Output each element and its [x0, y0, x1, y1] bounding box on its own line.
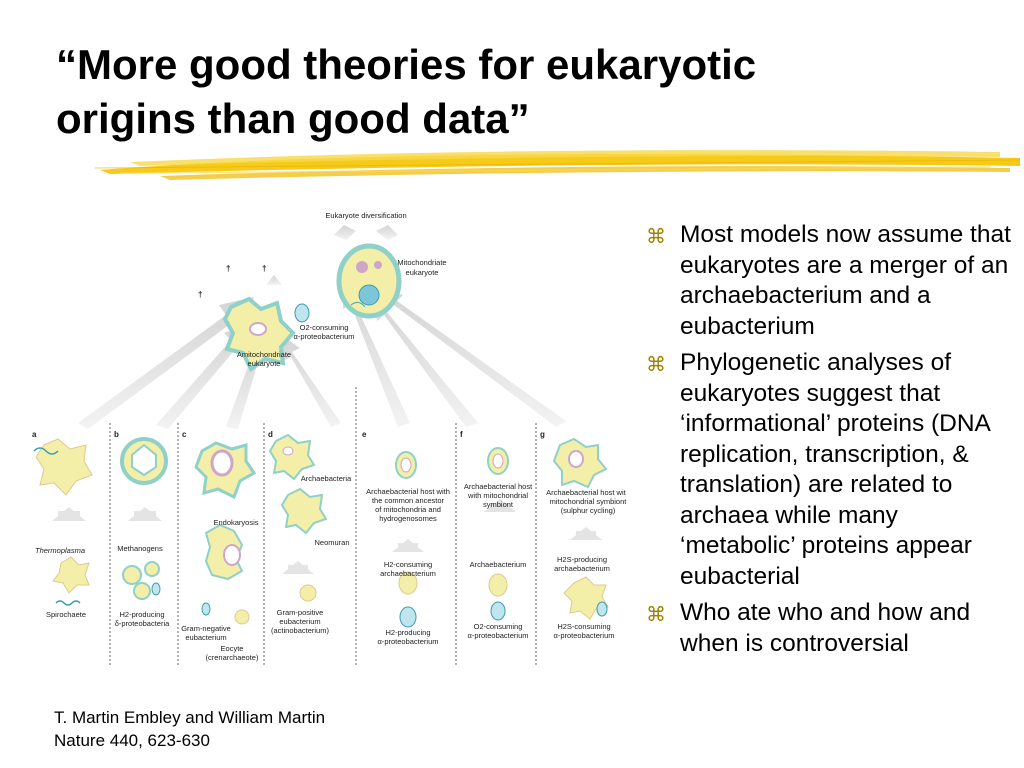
panel-label-d: d: [268, 430, 273, 439]
e-host-label-4: hydrogenosomes: [379, 514, 437, 523]
converging-arrows: [78, 225, 566, 429]
g-h2sp-label-1: H2S-producing: [557, 555, 607, 564]
grampos-label-1: Gram-positive: [277, 608, 324, 617]
panel-d-cells: [268, 433, 328, 602]
g-h2sc-label-1: H2S-consuming: [557, 622, 610, 631]
e-h2p-label-1: H2-producing: [385, 628, 430, 637]
citation-reference: Nature 440, 623-630: [54, 731, 210, 750]
bullet-item: ⌘ Phylogenetic analyses of eukaryotes su…: [646, 348, 1016, 592]
mitochondriate-eukaryote-cell: [336, 243, 402, 319]
amitochondriate-eukaryote-cell: [222, 296, 296, 372]
e-host-label-3: of mitochondria and: [375, 505, 441, 514]
grampos-label-3: (actinobacterium): [271, 626, 329, 635]
e-h2c-label-1: H2-consuming: [384, 560, 432, 569]
archaebacteria-label: Archaebacteria: [301, 474, 352, 483]
eukaryote-origin-diagram: Eukaryote diversification Mitochondriate…: [32, 211, 626, 665]
panel-label-b: b: [114, 430, 119, 439]
f-o2-label-2: α-proteobacterium: [467, 631, 528, 640]
g-host-label-1: Archaebacterial host with: [546, 488, 626, 497]
f-host-label-3: symbiont: [483, 500, 514, 509]
o2-bacterium-cell: [294, 303, 310, 323]
slide-title: “More good theories for eukaryotic origi…: [56, 38, 956, 146]
panel-label-e: e: [362, 430, 367, 439]
extinct-dagger-1: †: [226, 264, 230, 273]
gramneg-label-2: eubacterium: [185, 633, 226, 642]
panel-f-cells: [484, 447, 516, 621]
panel-separators: [109, 387, 537, 665]
g-h2sp-label-2: archaebacterium: [554, 564, 610, 573]
mitochondriate-label-2: eukaryote: [406, 268, 439, 277]
extinct-dagger-2: †: [262, 264, 266, 273]
z-bullet-icon: ⌘: [646, 602, 666, 626]
g-h2sc-label-2: α-proteobacterium: [553, 631, 614, 640]
z-bullet-icon: ⌘: [646, 224, 666, 248]
f-arch-label: Archaebacterium: [470, 560, 527, 569]
e-h2c-label-2: archaebacterium: [380, 569, 436, 578]
citation: T. Martin Embley and William Martin Natu…: [54, 706, 325, 752]
panel-g-cells: [552, 437, 609, 620]
e-h2p-label-2: α-proteobacterium: [377, 637, 438, 646]
f-o2-label-1: O2-consuming: [474, 622, 523, 631]
panel-b-cells: [120, 437, 168, 600]
neomuran-label: Neomuran: [314, 538, 349, 547]
g-host-label-3: (sulphur cycling): [561, 506, 616, 515]
bullet-text: Most models now assume that eukaryotes a…: [680, 221, 1011, 340]
title-line-1: “More good theories for eukaryotic: [56, 41, 757, 88]
thermoplasma-label: Thermoplasma: [35, 546, 85, 555]
extinct-dagger-3: †: [198, 290, 202, 299]
yellow-brush-underline: [94, 150, 1021, 180]
panel-e-cells: [392, 451, 424, 628]
e-host-label-2: the common ancestor: [372, 496, 445, 505]
f-host-label-1: Archaebacterial host: [464, 482, 533, 491]
o2-bacterium-label-1: O2-consuming: [300, 323, 349, 332]
mitochondriate-label-1: Mitochondriate: [397, 258, 446, 267]
f-host-label-2: with mitochondrial: [467, 491, 528, 500]
endokaryosis-label: Endokaryosis: [213, 518, 258, 527]
title-line-2: origins than good data”: [56, 95, 530, 142]
panel-label-c: c: [182, 430, 187, 439]
panel-c-cells: [194, 441, 257, 625]
g-host-label-2: mitochondrial symbiont: [550, 497, 626, 506]
gramneg-label-1: Gram-negative: [181, 624, 231, 633]
bullet-list: ⌘ Most models now assume that eukaryotes…: [646, 220, 1016, 665]
amitochondriate-label-2: eukaryote: [248, 359, 281, 368]
o2-bacterium-label-2: α-proteobacterium: [293, 332, 354, 341]
eocyte-label-1: Eocyte: [221, 644, 244, 653]
amitochondriate-label-1: Amitochondriate: [237, 350, 291, 359]
panel-label-g: g: [540, 430, 545, 439]
h2-delta-label-2: δ-proteobacteria: [115, 619, 170, 628]
spirochaete-label: Spirochaete: [46, 610, 86, 619]
h2-delta-label-1: H2-producing: [119, 610, 164, 619]
e-host-label-1: Archaebacterial host with: [366, 487, 450, 496]
bullet-item: ⌘ Who ate who and how and when is contro…: [646, 598, 1016, 659]
bullet-text: Who ate who and how and when is controve…: [680, 599, 971, 657]
z-bullet-icon: ⌘: [646, 352, 666, 376]
bullet-item: ⌘ Most models now assume that eukaryotes…: [646, 220, 1016, 342]
diversification-label: Eukaryote diversification: [325, 211, 406, 220]
panel-label-f: f: [460, 430, 463, 439]
bullet-text: Phylogenetic analyses of eukaryotes sugg…: [680, 349, 990, 590]
panel-a-cells: [33, 438, 93, 606]
panel-label-a: a: [32, 430, 37, 439]
eocyte-label-2: (crenarchaeote): [206, 653, 259, 662]
citation-authors: T. Martin Embley and William Martin: [54, 708, 326, 727]
methanogens-label: Methanogens: [117, 544, 163, 553]
grampos-label-2: eubacterium: [279, 617, 320, 626]
